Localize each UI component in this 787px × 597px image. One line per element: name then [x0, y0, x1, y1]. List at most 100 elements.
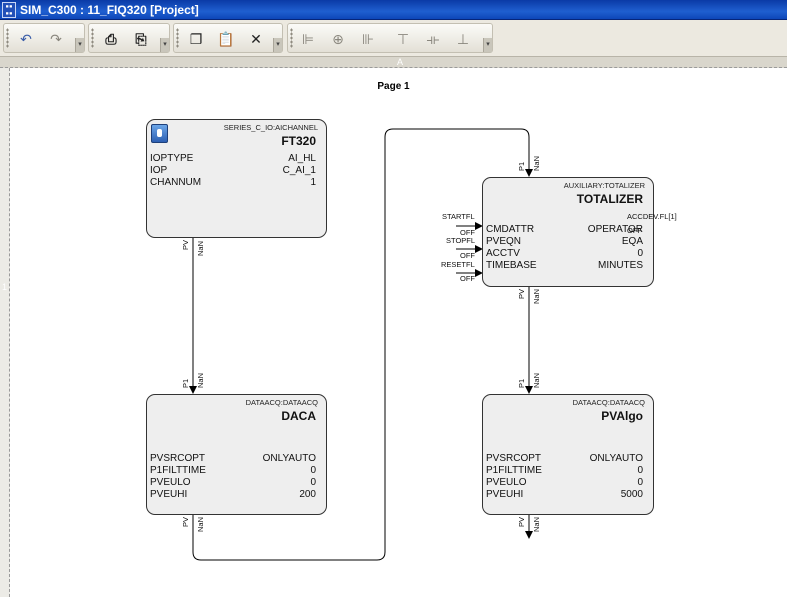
output-pin-nan[interactable]: NaN [532, 288, 541, 304]
param-name: CHANNUM [150, 177, 202, 188]
block-name: PVAlgo [601, 409, 643, 423]
toolbar-grip[interactable] [290, 28, 293, 48]
wire-daca-to-totalizer[interactable] [192, 128, 533, 561]
print-icon[interactable]: ⎙ [105, 31, 117, 47]
param-value: OPERATOR [587, 224, 643, 235]
param-name: ACCTV [486, 248, 520, 259]
param-name: P1FILTTIME [486, 465, 542, 476]
param-value: 0 [637, 477, 643, 488]
param-name: PVEULO [486, 477, 527, 488]
param-value: ONLYAUTO [589, 453, 643, 464]
redo-icon[interactable]: ↷ [50, 31, 62, 47]
channel-block-icon [151, 124, 168, 143]
param-name: IOPTYPE [150, 153, 194, 164]
toolbar-group-align: ⊫ ⊕ ⊪ ⊤ ⟛ ⊥ ▾ [287, 23, 493, 53]
block-name: FT320 [281, 134, 316, 148]
input-pin-nan[interactable]: NaN [532, 372, 541, 388]
input-resetfl-state: OFF [460, 274, 475, 283]
block-name: DACA [281, 409, 316, 423]
param-value: AI_HL [288, 153, 316, 164]
input-startfl-state: OFF [460, 228, 475, 237]
input-stopfl-state: OFF [460, 251, 475, 260]
output-pin-pv[interactable]: PV [181, 239, 190, 250]
input-pin-nan[interactable]: NaN [196, 372, 205, 388]
toolbar-group-print: ⎙ ⎘ ▾ [88, 23, 170, 53]
align-center-icon[interactable]: ⊕ [332, 31, 344, 47]
print-preview-icon[interactable]: ⎘ [135, 31, 147, 47]
param-row: PVSRCOPT ONLYAUTO [486, 453, 643, 465]
delete-icon[interactable]: ✕ [250, 31, 262, 47]
ruler-column-label: A [397, 57, 404, 67]
page-title: Page 1 [377, 81, 410, 92]
output-pin-nan[interactable]: NaN [532, 516, 541, 532]
undo-icon[interactable]: ↶ [20, 31, 32, 47]
input-stopfl[interactable]: STOPFL [446, 236, 476, 245]
output-pin-nan[interactable]: NaN [196, 516, 205, 532]
align-bottom-icon[interactable]: ⊥ [456, 31, 470, 47]
copy-icon[interactable]: ❐ [189, 31, 203, 47]
output-pin-nan[interactable]: NaN [196, 240, 205, 256]
toolbar-grip[interactable] [91, 28, 94, 48]
top-ruler: A [0, 57, 787, 68]
toolbar-overflow-icon[interactable]: ▾ [160, 38, 169, 52]
param-name: PVSRCOPT [150, 453, 206, 464]
param-value: 1 [310, 177, 316, 188]
param-value: 5000 [620, 489, 643, 500]
paste-icon[interactable]: 📋 [217, 31, 235, 47]
input-resetfl[interactable]: RESETFL [441, 260, 475, 269]
param-value: 200 [299, 489, 316, 500]
output-accdev-state: OFF [627, 226, 642, 235]
input-pin-nan[interactable]: NaN [532, 155, 541, 171]
param-name: PVEULO [150, 477, 191, 488]
param-name: P1FILTTIME [150, 465, 206, 476]
param-name: PVEUHI [150, 489, 188, 500]
output-pin-pv[interactable]: PV [517, 516, 526, 527]
align-left-icon[interactable]: ⊫ [301, 31, 315, 47]
input-startfl[interactable]: STARTFL [442, 212, 475, 221]
param-row: PVEULO 0 [150, 477, 316, 489]
input-pin-p1[interactable]: P1 [517, 378, 526, 388]
align-middle-icon[interactable]: ⟛ [426, 31, 440, 47]
block-type: DATAACQ:DATAACQ [245, 398, 318, 407]
toolbar-grip[interactable] [176, 28, 179, 48]
title-bar: ▪▪▪▪ SIM_C300 : 11_FIQ320 [Project] [0, 0, 787, 20]
control-builder-icon[interactable]: ▪▪▪▪ [2, 2, 16, 18]
function-block-ft320[interactable]: SERIES_C_IO:AICHANNEL FT320 IOPTYPE AI_HL… [146, 119, 327, 238]
toolbar-overflow-icon[interactable]: ▾ [483, 38, 492, 52]
output-accdev[interactable]: ACCDEV.FL[1] [627, 212, 677, 221]
align-top-icon[interactable]: ⊤ [396, 31, 410, 47]
param-value: EQA [621, 236, 643, 247]
input-pin-p1[interactable]: P1 [517, 161, 526, 171]
param-name: PVSRCOPT [486, 453, 542, 464]
toolbar-grip[interactable] [6, 28, 9, 48]
block-name: TOTALIZER [576, 192, 643, 206]
toolbar-overflow-icon[interactable]: ▾ [75, 38, 84, 52]
toolbar-overflow-icon[interactable]: ▾ [273, 38, 282, 52]
param-row: IOPTYPE AI_HL [150, 153, 316, 165]
output-pin-pv[interactable]: PV [517, 288, 526, 299]
param-value: 0 [310, 477, 316, 488]
block-type: SERIES_C_IO:AICHANNEL [223, 123, 318, 132]
output-pin-pv[interactable]: PV [181, 516, 190, 527]
input-pin-p1[interactable]: P1 [181, 378, 190, 388]
align-right-icon[interactable]: ⊪ [361, 31, 375, 47]
param-value: C_AI_1 [282, 165, 316, 176]
param-name: PVEUHI [486, 489, 524, 500]
ruler-row-label: 1 [2, 282, 8, 292]
window-title: SIM_C300 : 11_FIQ320 [Project] [20, 3, 199, 17]
toolbar-group-clipboard: ❐ 📋 ✕ ▾ [173, 23, 283, 53]
